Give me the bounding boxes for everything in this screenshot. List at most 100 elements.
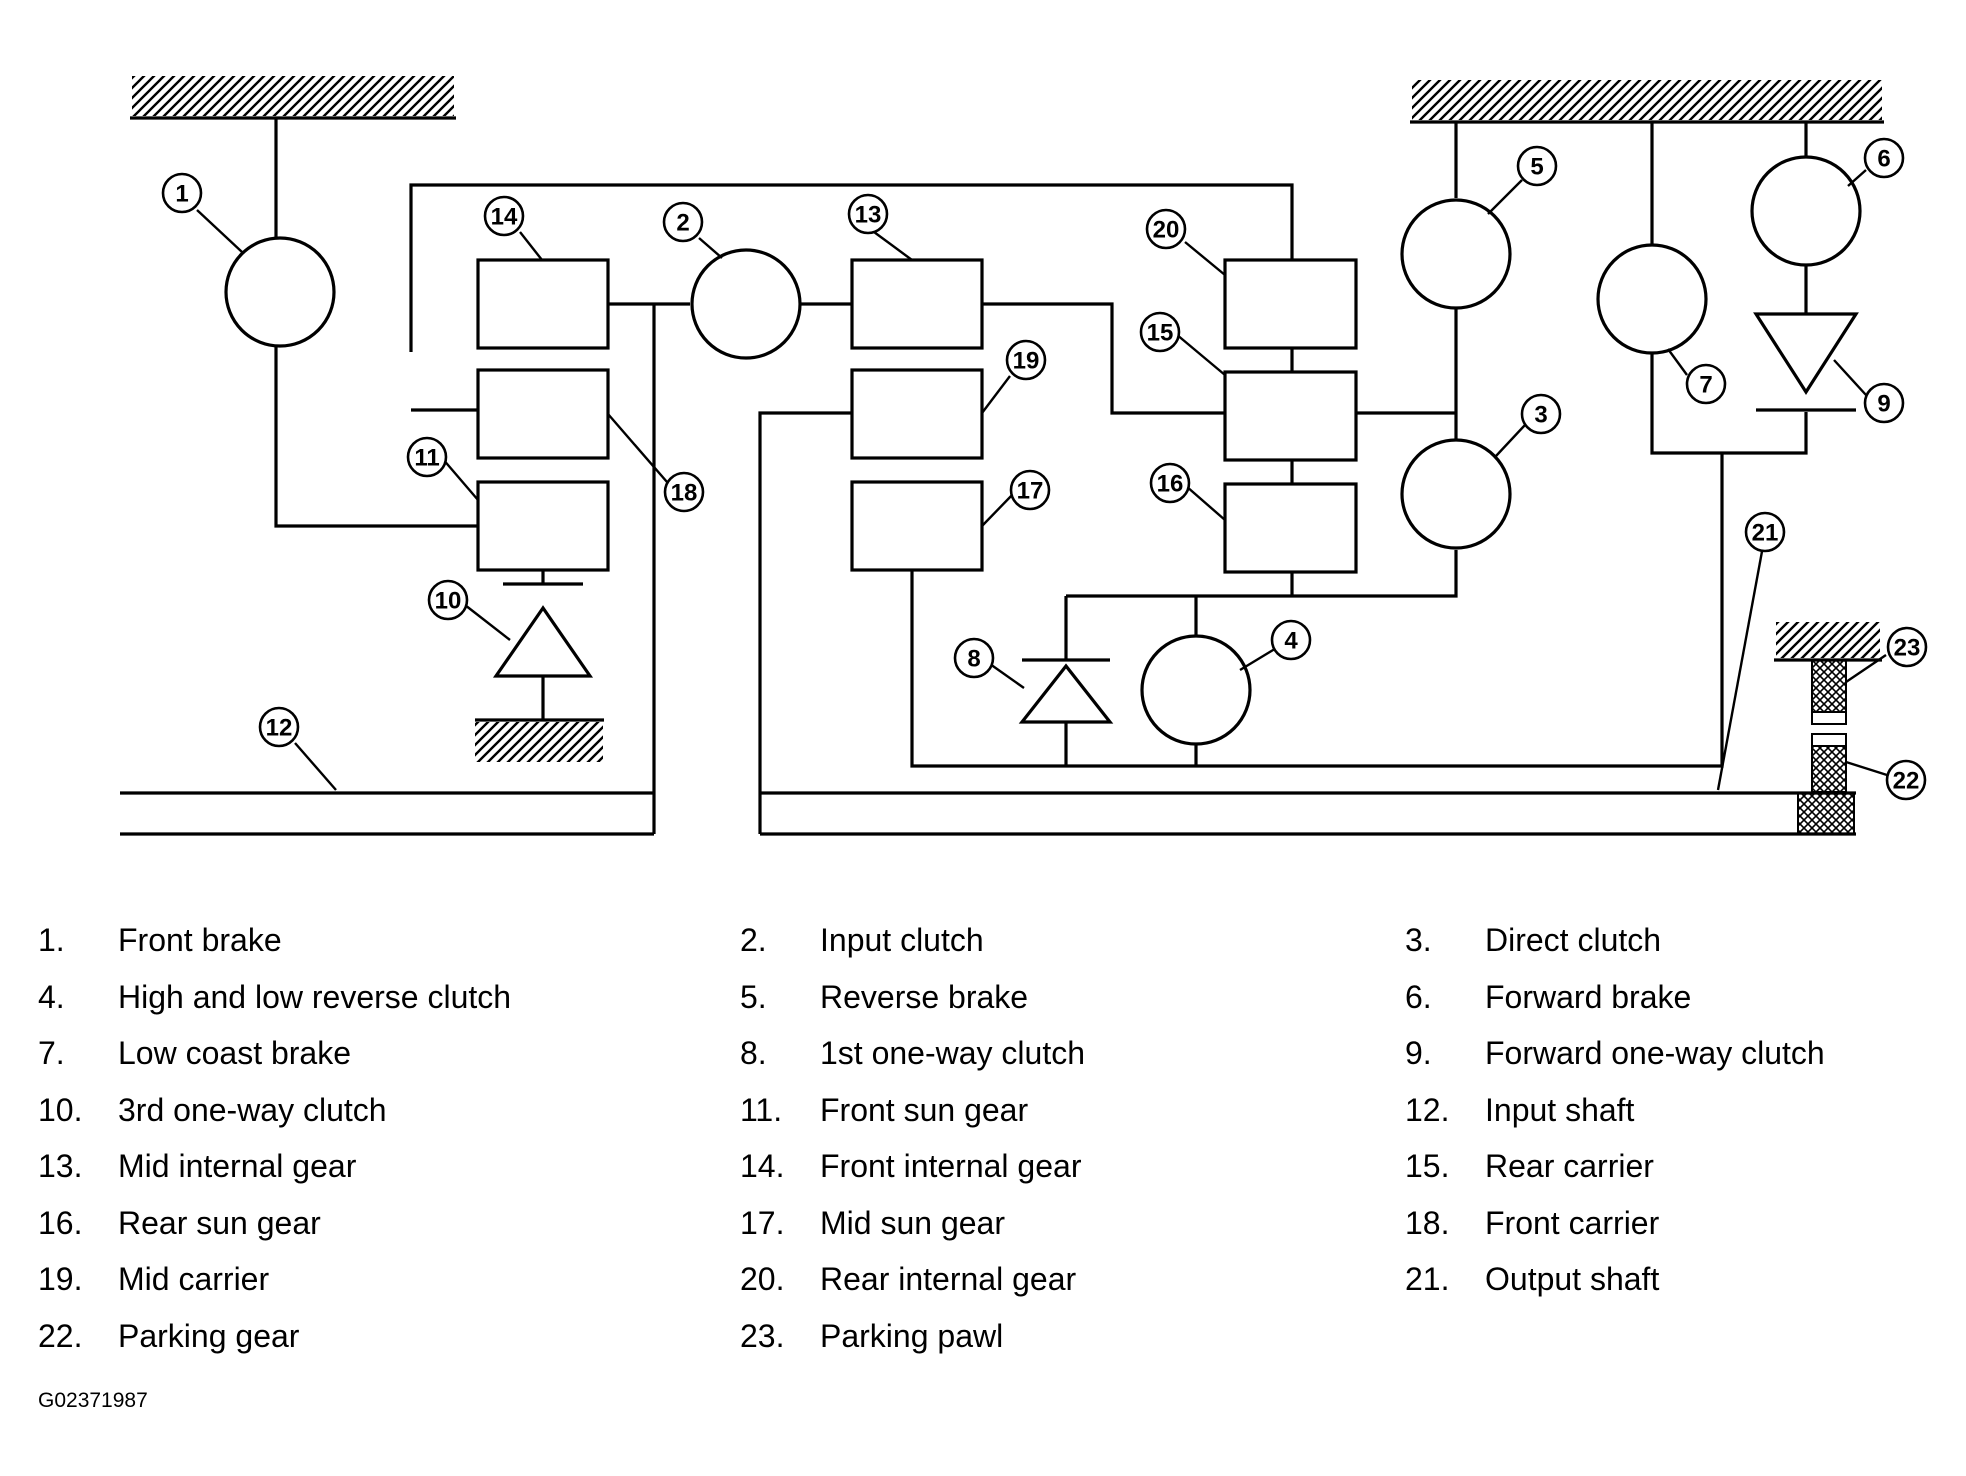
callout-circle bbox=[1863, 382, 1905, 424]
input-clutch-circle bbox=[690, 248, 802, 360]
legend-number: 3. bbox=[1405, 922, 1432, 958]
callout-circle bbox=[161, 172, 203, 214]
ground-hatch-one-way-10 bbox=[475, 718, 604, 762]
mid-sun-gear-box bbox=[850, 480, 984, 572]
legend-number: 9. bbox=[1405, 1035, 1432, 1071]
legend-number: 1. bbox=[38, 922, 65, 958]
callout-leaders bbox=[196, 169, 1888, 791]
callout-label: 18 bbox=[671, 480, 698, 507]
callout-circle bbox=[1863, 137, 1905, 179]
legend-label: Input clutch bbox=[820, 922, 984, 958]
callout-label: 19 bbox=[1013, 348, 1040, 375]
legend-label: Reverse brake bbox=[820, 978, 1029, 1015]
direct-clutch-circle bbox=[1400, 438, 1512, 550]
callout-label: 17 bbox=[1017, 478, 1044, 505]
callout-12: 12 bbox=[258, 706, 300, 748]
legend-label: Direct clutch bbox=[1485, 922, 1662, 958]
callout-1: 1 bbox=[161, 172, 203, 214]
callout-circle bbox=[663, 471, 705, 513]
ground-hatch-right bbox=[1410, 80, 1884, 124]
callout-label: 11 bbox=[414, 445, 439, 472]
legend-number: 21. bbox=[1405, 1261, 1450, 1297]
connection-lines bbox=[274, 118, 1808, 834]
callout-10: 10 bbox=[427, 579, 469, 621]
legend-number: 12. bbox=[1405, 1091, 1450, 1128]
legend-label: Mid sun gear bbox=[820, 1204, 1005, 1241]
legend-number: 13. bbox=[38, 1148, 83, 1184]
callout-circle bbox=[1744, 511, 1786, 553]
front-carrier-box bbox=[476, 368, 610, 460]
callout-circle bbox=[1886, 626, 1928, 668]
legend-label: Rear sun gear bbox=[118, 1204, 321, 1241]
legend-label: Front carrier bbox=[1485, 1204, 1660, 1241]
legend-number: 22. bbox=[38, 1317, 83, 1354]
legend-number: 15. bbox=[1405, 1148, 1450, 1184]
legend-number: 23. bbox=[740, 1317, 785, 1354]
callout-18: 18 bbox=[663, 471, 705, 513]
reverse-brake-circle bbox=[1400, 198, 1512, 310]
callout-label: 9 bbox=[1877, 391, 1890, 418]
legend-number: 4. bbox=[38, 978, 65, 1015]
legend-number: 6. bbox=[1405, 978, 1432, 1015]
legend-label: Low coast brake bbox=[118, 1035, 352, 1071]
callout-22: 22 bbox=[1885, 759, 1927, 801]
callout-circle bbox=[406, 436, 448, 478]
callout-circle bbox=[1009, 469, 1051, 511]
forward-one-way-clutch-symbol bbox=[1753, 312, 1859, 412]
legend-number: 16. bbox=[38, 1204, 83, 1241]
forward-brake-circle bbox=[1750, 155, 1862, 267]
mid-carrier-box bbox=[850, 368, 984, 460]
callout-13: 13 bbox=[847, 193, 889, 235]
legend-label: Forward one-way clutch bbox=[1485, 1035, 1825, 1071]
callout-circle bbox=[483, 195, 525, 237]
callout-label: 22 bbox=[1893, 768, 1920, 795]
callout-15: 15 bbox=[1139, 311, 1181, 353]
legend-label: Rear internal gear bbox=[820, 1261, 1077, 1297]
legend-number: 20. bbox=[740, 1261, 785, 1297]
ground-hatch-pawl bbox=[1774, 622, 1882, 662]
callout-14: 14 bbox=[483, 195, 525, 237]
input-shaft bbox=[120, 791, 654, 836]
callout-20: 20 bbox=[1145, 208, 1187, 250]
legend-number: 11. bbox=[740, 1091, 783, 1128]
callout-label: 16 bbox=[1157, 471, 1184, 498]
legend-number: 8. bbox=[740, 1035, 767, 1071]
callout-label: 1 bbox=[175, 181, 188, 208]
front-sun-gear-box bbox=[476, 480, 610, 572]
parking-gear-symbol bbox=[1797, 733, 1855, 835]
callout-circle bbox=[662, 201, 704, 243]
callout-11: 11 bbox=[406, 436, 448, 478]
callout-2: 2 bbox=[662, 201, 704, 243]
legend-label: Mid carrier bbox=[118, 1261, 270, 1297]
legend-label: Rear carrier bbox=[1485, 1148, 1654, 1184]
callout-5: 5 bbox=[1516, 145, 1558, 187]
legend-label: Front sun gear bbox=[820, 1091, 1029, 1128]
callout-circle bbox=[953, 637, 995, 679]
callout-label: 3 bbox=[1534, 402, 1547, 429]
callout-label: 6 bbox=[1877, 146, 1890, 173]
legend-label: 1st one-way clutch bbox=[820, 1035, 1086, 1071]
callout-16: 16 bbox=[1149, 462, 1191, 504]
callout-label: 15 bbox=[1147, 320, 1174, 347]
output-shaft bbox=[760, 791, 1856, 836]
callout-label: 21 bbox=[1752, 520, 1779, 547]
callout-6: 6 bbox=[1863, 137, 1905, 179]
rear-sun-gear-box bbox=[1223, 482, 1358, 574]
callout-label: 8 bbox=[967, 646, 980, 673]
figure-code: G02371987 bbox=[38, 1389, 148, 1412]
callout-9: 9 bbox=[1863, 382, 1905, 424]
callout-19: 19 bbox=[1005, 339, 1047, 381]
legend-label: Front brake bbox=[118, 922, 282, 958]
rear-internal-gear-box bbox=[1223, 258, 1358, 350]
mid-internal-gear-box bbox=[850, 258, 984, 350]
legend-number: 7. bbox=[38, 1035, 65, 1071]
legend-number: 10. bbox=[38, 1091, 83, 1128]
callout-circle bbox=[427, 579, 469, 621]
callout-circle bbox=[1516, 145, 1558, 187]
low-coast-brake-circle bbox=[1596, 243, 1708, 355]
legend-number: 19. bbox=[38, 1261, 83, 1297]
legend-label: 3rd one-way clutch bbox=[118, 1091, 387, 1128]
legend-number: 14. bbox=[740, 1148, 785, 1184]
legend-number: 18. bbox=[1405, 1204, 1450, 1241]
callout-8: 8 bbox=[953, 637, 995, 679]
